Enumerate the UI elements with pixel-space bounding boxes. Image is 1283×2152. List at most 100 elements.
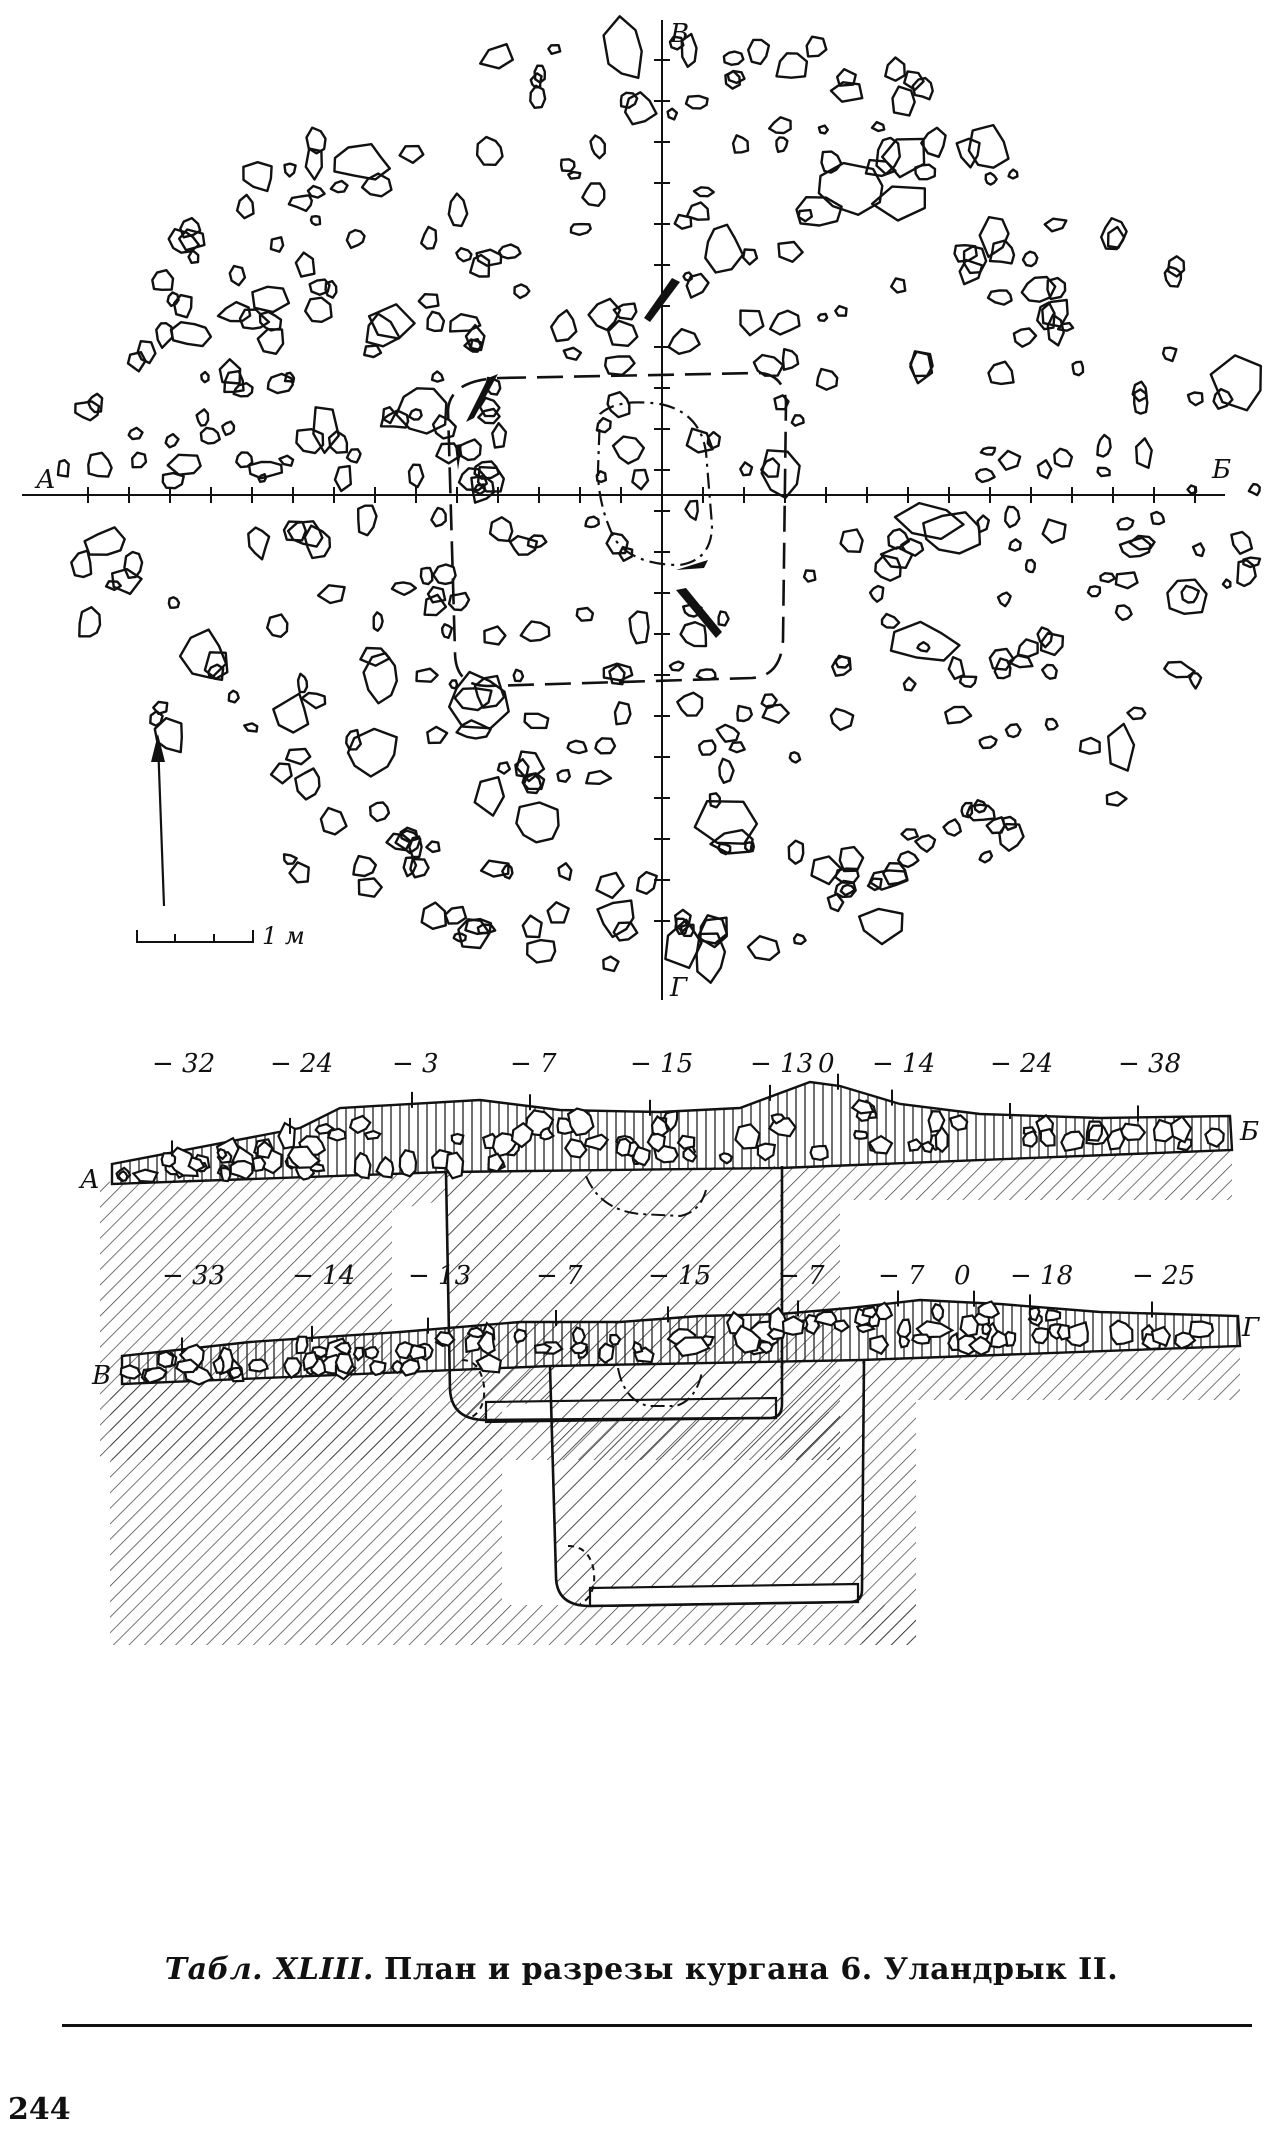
stone <box>319 806 348 836</box>
stone <box>612 921 639 942</box>
stone <box>1188 671 1203 690</box>
stone <box>1212 387 1234 410</box>
stone <box>172 293 193 319</box>
stone <box>733 1324 762 1354</box>
stone <box>746 935 781 962</box>
stone <box>869 1334 890 1356</box>
stone <box>475 1353 503 1374</box>
stone <box>256 328 285 355</box>
stone <box>302 1350 319 1372</box>
elevation-mark: − 3 <box>392 1049 439 1079</box>
stone <box>282 520 307 542</box>
stone <box>867 1134 894 1155</box>
stone <box>650 1114 670 1139</box>
stone <box>1109 1319 1134 1346</box>
stone <box>724 70 741 90</box>
stone <box>533 1342 553 1354</box>
stone <box>1128 534 1156 551</box>
stone <box>1133 388 1149 415</box>
stone <box>469 253 491 278</box>
stone <box>521 914 543 939</box>
mound-plan: В Г А Б 1 м <box>22 15 1262 1003</box>
elevation-mark: − 15 <box>648 1261 711 1291</box>
stone <box>595 416 612 434</box>
stone <box>419 566 434 586</box>
stone <box>567 170 582 180</box>
stone <box>942 818 962 837</box>
stone <box>768 309 801 336</box>
stone <box>781 348 800 371</box>
stone <box>868 869 909 891</box>
stone <box>116 1169 129 1183</box>
stone <box>760 449 801 499</box>
stone <box>472 483 487 496</box>
stone <box>855 1323 877 1334</box>
stone <box>104 580 122 592</box>
stone <box>417 293 440 309</box>
stone <box>914 163 937 181</box>
stone <box>143 1366 168 1385</box>
stone <box>790 414 805 427</box>
subsoil-bottom <box>502 1605 916 1645</box>
stone <box>998 822 1025 852</box>
stone <box>360 172 393 198</box>
stone <box>668 35 685 51</box>
stone <box>86 392 104 414</box>
stone <box>900 828 919 841</box>
stone <box>839 883 857 897</box>
stone <box>390 581 417 596</box>
stone <box>1107 722 1136 772</box>
stone <box>1230 530 1254 555</box>
stone <box>757 1340 774 1355</box>
stone <box>131 1168 159 1184</box>
stone <box>515 801 560 844</box>
stone <box>470 474 495 504</box>
stone <box>718 1152 733 1165</box>
stone <box>628 610 650 645</box>
stone <box>286 520 324 548</box>
elevation-mark: − 15 <box>630 1049 693 1079</box>
stone <box>773 394 790 411</box>
stone <box>1043 217 1068 233</box>
stone <box>760 693 778 710</box>
stone <box>1180 584 1200 604</box>
stone <box>612 302 638 321</box>
stone <box>1004 505 1021 529</box>
stone <box>529 84 547 109</box>
stone <box>861 1305 878 1319</box>
stone <box>1114 571 1139 590</box>
stone <box>363 344 383 359</box>
stone <box>829 707 855 732</box>
stone <box>160 1151 177 1168</box>
stone <box>722 50 745 66</box>
stone <box>476 1330 496 1356</box>
section-label-right: Б <box>1239 1117 1259 1147</box>
stone <box>550 309 578 343</box>
stone <box>1041 298 1069 328</box>
stone <box>1186 391 1204 407</box>
stone <box>483 625 507 646</box>
stone <box>739 461 754 477</box>
stone <box>834 654 851 669</box>
stone <box>398 1148 418 1178</box>
stone <box>608 1333 622 1346</box>
stone <box>1150 510 1166 526</box>
stone <box>795 196 843 227</box>
stone <box>1041 663 1058 680</box>
stone <box>473 674 506 709</box>
stone <box>256 1140 274 1159</box>
stone <box>736 704 753 723</box>
stone <box>1031 1327 1050 1345</box>
stone <box>372 611 384 632</box>
stone <box>635 870 658 895</box>
stone <box>294 251 316 278</box>
stone <box>200 370 210 384</box>
stone <box>920 126 947 158</box>
stone <box>768 116 792 135</box>
stone <box>594 737 617 755</box>
stone <box>161 471 185 490</box>
stone <box>167 596 181 609</box>
stone <box>432 563 457 586</box>
stone <box>817 312 829 322</box>
